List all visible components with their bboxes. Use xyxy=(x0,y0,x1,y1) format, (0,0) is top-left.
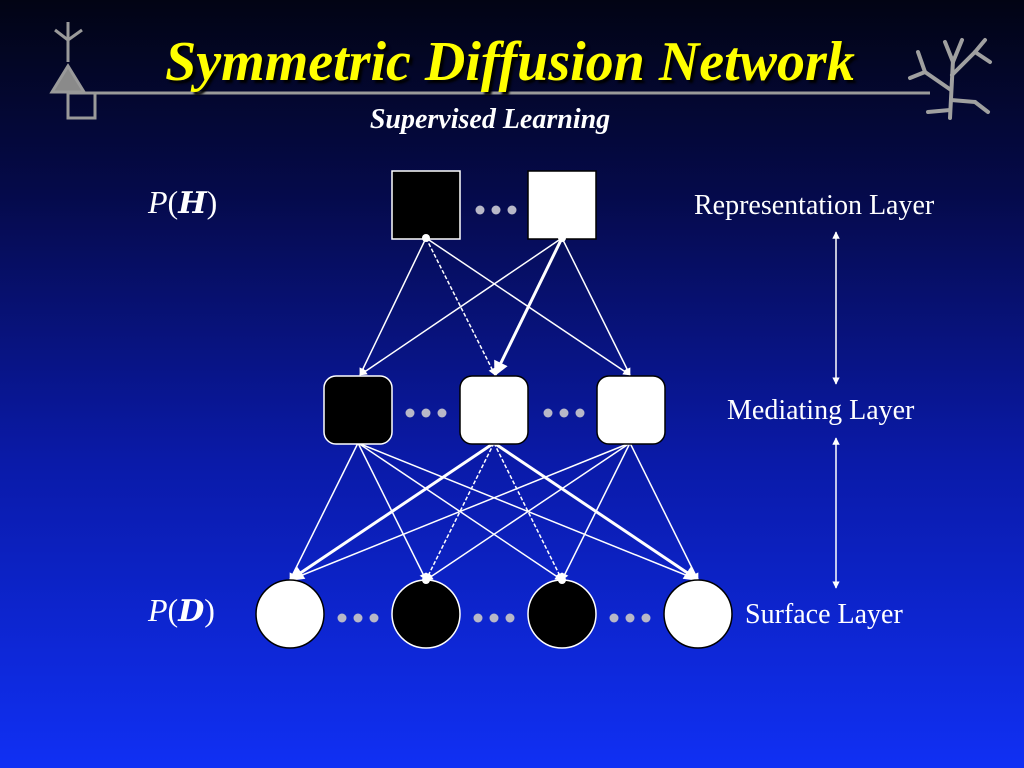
connection xyxy=(289,442,359,581)
dendrite-tree-icon xyxy=(908,38,992,120)
prob-p: P xyxy=(148,592,168,628)
connection xyxy=(289,442,631,581)
prob-data-label: P(D) xyxy=(148,592,215,629)
mediating-layer-label: Mediating Layer xyxy=(727,395,915,426)
connection xyxy=(493,442,563,581)
prob-data-symbol: D xyxy=(178,594,205,629)
representation-node-off xyxy=(527,170,597,240)
ellipsis-dots xyxy=(405,408,585,418)
prob-p: P xyxy=(148,184,168,220)
prob-hidden-label: P(H) xyxy=(148,184,217,221)
representation-layer-label: Representation Layer xyxy=(694,190,935,221)
mediating-node-off xyxy=(596,375,666,445)
mediating-node-on xyxy=(323,375,393,445)
connection-dot xyxy=(422,576,430,584)
ellipsis-dots xyxy=(337,613,651,623)
ellipsis-dots xyxy=(475,205,517,215)
connection xyxy=(561,237,631,376)
connection-dot xyxy=(558,576,566,584)
connection-dot xyxy=(558,234,566,242)
bottom-connections xyxy=(288,441,700,582)
surface-node-on xyxy=(391,579,461,649)
representation-node-on xyxy=(391,170,461,240)
surface-node-on xyxy=(527,579,597,649)
prob-hidden-symbol: H xyxy=(178,186,207,221)
slide-title: Symmetric Diffusion Network xyxy=(165,31,855,93)
mediating-node-off xyxy=(459,375,529,445)
surface-node-off xyxy=(663,579,733,649)
connection xyxy=(359,237,563,376)
frame-line xyxy=(66,91,930,120)
connection xyxy=(629,442,699,581)
connection xyxy=(359,237,427,376)
connection xyxy=(493,237,564,377)
connection-dot xyxy=(422,234,430,242)
connection xyxy=(288,441,495,582)
slide-subtitle: Supervised Learning xyxy=(369,104,611,135)
top-connections xyxy=(359,237,631,377)
neuron-symbol-icon xyxy=(49,22,87,94)
connection xyxy=(561,442,631,581)
prob-open-paren: ( xyxy=(167,184,179,220)
prob-open-paren: ( xyxy=(167,592,179,628)
connection xyxy=(425,442,631,581)
surface-layer-label: Surface Layer xyxy=(745,599,903,630)
prob-close-paren: ) xyxy=(204,592,215,628)
surface-node-off xyxy=(255,579,325,649)
connection xyxy=(425,237,496,376)
prob-close-paren: ) xyxy=(206,184,218,220)
connection xyxy=(425,442,495,581)
